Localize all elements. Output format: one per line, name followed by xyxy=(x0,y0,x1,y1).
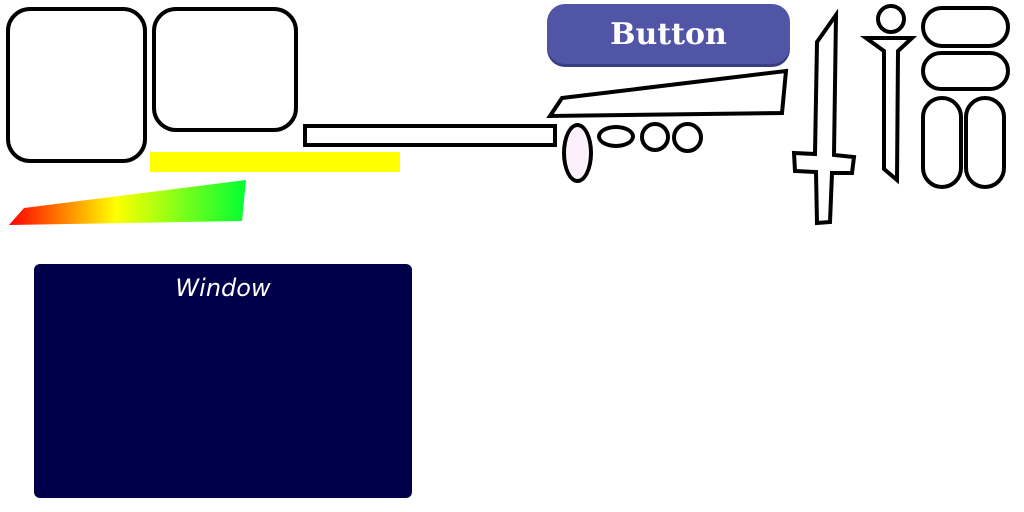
rounded-panel-medium xyxy=(152,7,298,132)
dagger-icon xyxy=(859,4,918,185)
oval-shape-pink xyxy=(562,123,593,183)
circle-shape-small xyxy=(672,122,703,153)
slanted-bar xyxy=(546,68,789,119)
rounded-panel-large xyxy=(6,7,147,163)
sword-icon xyxy=(791,8,857,226)
capsule-shape-horizontal xyxy=(921,6,1010,48)
ui-button[interactable]: Button xyxy=(547,4,790,64)
yellow-progress-bar xyxy=(150,152,400,172)
oval-shape-small xyxy=(597,125,635,148)
window-panel: Window xyxy=(34,264,412,498)
capsule-shape-horizontal xyxy=(921,51,1010,91)
window-title: Window xyxy=(175,274,271,302)
capsule-shape-vertical xyxy=(921,96,963,189)
button-label: Button xyxy=(610,16,727,52)
long-rectangular-bar xyxy=(303,124,557,147)
gradient-health-bar xyxy=(9,180,246,225)
circle-shape-small xyxy=(640,122,670,152)
capsule-shape-vertical xyxy=(964,96,1006,189)
